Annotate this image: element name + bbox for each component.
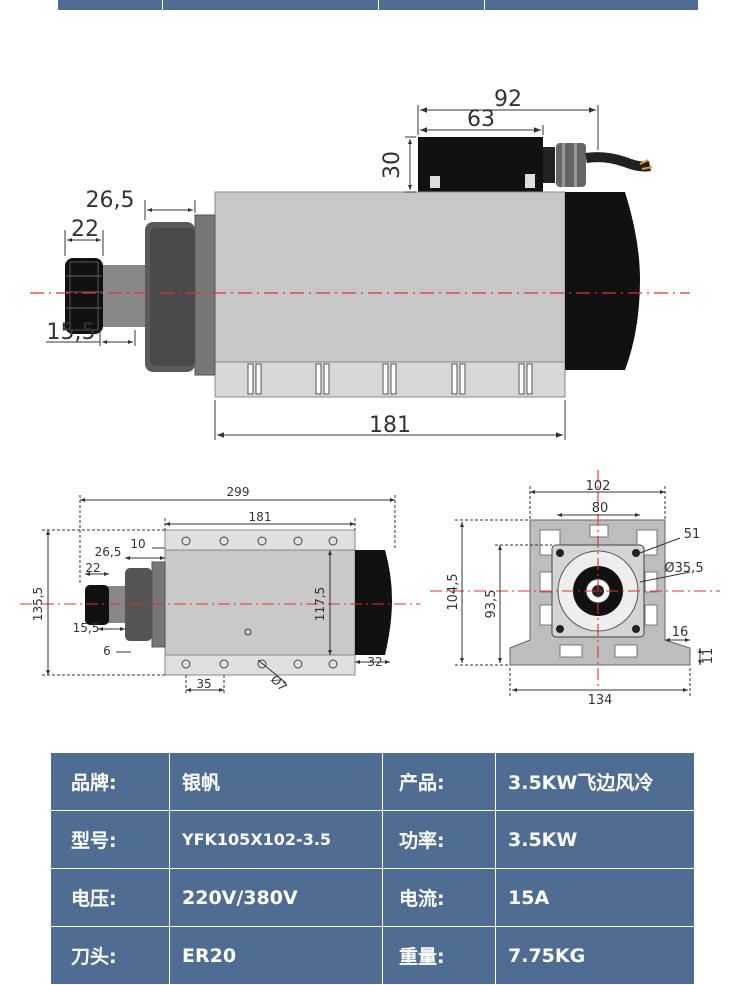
- end-dim-foot-h: 11: [701, 648, 716, 665]
- collet-nut: [65, 258, 103, 334]
- end-view: 102 80 51 Ø35,5 104,5 93,5 16 11 134: [430, 470, 720, 708]
- main-body: [214, 191, 566, 363]
- spec-row: 刀头: ER20 重量: 7.75KG: [50, 926, 695, 985]
- spec-value: 3.5KW飞边风冷: [495, 752, 695, 811]
- side-dim-collet: 22: [85, 561, 100, 575]
- side-dim-cap: 32: [367, 655, 382, 669]
- spec-value: 银帆: [169, 752, 383, 811]
- spec-key: 功率:: [382, 810, 496, 869]
- spec-table: 品牌: 银帆 产品: 3.5KW飞边风冷 型号: YFK105X102-3.5 …: [50, 752, 695, 985]
- cable-gland: [556, 143, 586, 187]
- dim-box-len: 63: [467, 107, 495, 132]
- spec-row: 电压: 220V/380V 电流: 15A: [50, 868, 695, 927]
- end-dim-h1: 104,5: [446, 573, 461, 610]
- side-dim-pitch: 35: [196, 677, 211, 691]
- side-dim-nose: 15,5: [73, 621, 100, 635]
- spec-row: 品牌: 银帆 产品: 3.5KW飞边风冷: [50, 752, 695, 811]
- spec-key: 型号:: [50, 810, 170, 869]
- spec-key: 重量:: [382, 926, 496, 985]
- end-dim-dia: Ø35,5: [664, 561, 703, 576]
- end-dim-width: 102: [586, 479, 611, 494]
- side-dim-step: 6: [103, 644, 111, 658]
- dim-total: 92: [494, 87, 522, 112]
- spec-value: 7.75KG: [495, 926, 695, 985]
- spec-key: 电流:: [382, 868, 496, 927]
- side-dim-height: 135,5: [31, 587, 45, 621]
- side-view: 299 181 26,5 10 22 15,5 6 135,5 117,5 32…: [20, 485, 420, 695]
- spindle-drawing: 92 63 30 26,5 22 15,5 181: [20, 87, 720, 708]
- dim-body: 181: [369, 413, 411, 438]
- main-view: 92 63 30 26,5 22 15,5 181: [30, 87, 690, 440]
- end-dim-base: 134: [588, 693, 613, 708]
- dim-front: 26,5: [86, 188, 135, 213]
- spec-key: 电压:: [50, 868, 170, 927]
- dim-collet: 22: [71, 217, 99, 242]
- fin-base: [214, 361, 566, 398]
- end-dim-h2: 93,5: [484, 590, 499, 619]
- side-dim-total: 299: [227, 485, 250, 499]
- end-dim-inner: 80: [592, 501, 609, 516]
- side-dim-inner-h: 117,5: [313, 587, 327, 621]
- spec-value: 3.5KW: [495, 810, 695, 869]
- spec-key: 刀头:: [50, 926, 170, 985]
- end-dim-hole: 51: [684, 527, 701, 542]
- side-dim-front: 26,5: [95, 545, 122, 559]
- dim-nose: 15,5: [47, 320, 96, 345]
- spec-row: 型号: YFK105X102-3.5 功率: 3.5KW: [50, 810, 695, 869]
- spec-value: 15A: [495, 868, 695, 927]
- rear-cap: [565, 192, 640, 370]
- side-dim-flange: 10: [130, 537, 145, 551]
- spec-value: 220V/380V: [169, 868, 383, 927]
- spec-key: 品牌:: [50, 752, 170, 811]
- dim-box-h: 30: [380, 151, 405, 179]
- side-dim-body: 181: [249, 510, 272, 524]
- top-table-strip: [58, 0, 698, 10]
- spec-key: 产品:: [382, 752, 496, 811]
- spec-value: YFK105X102-3.5: [169, 810, 383, 869]
- spec-value: ER20: [169, 926, 383, 985]
- end-dim-foot: 16: [672, 625, 689, 640]
